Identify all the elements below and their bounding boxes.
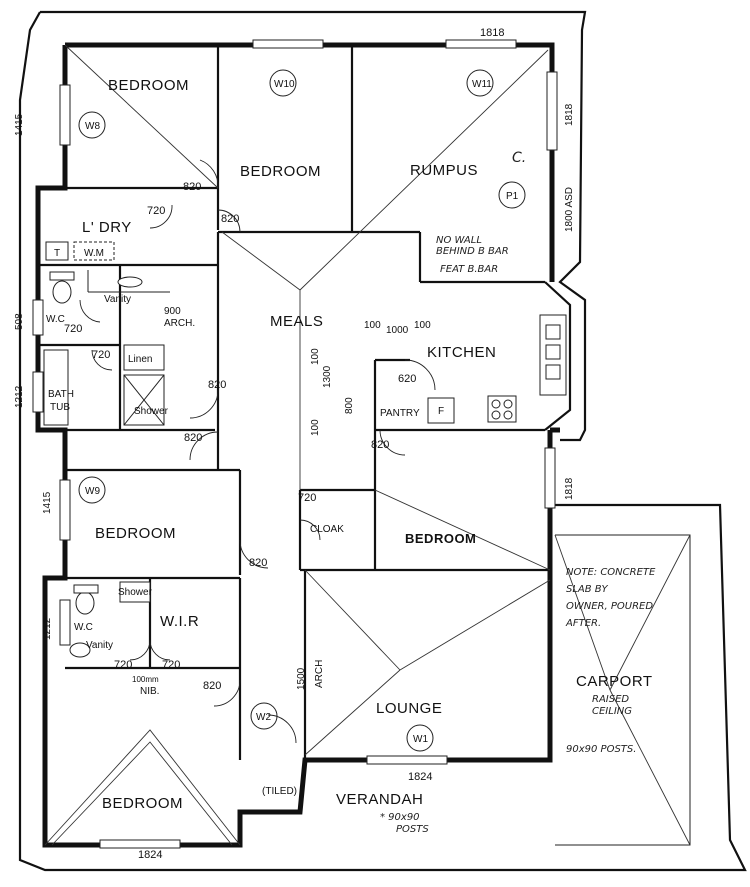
dim-left-1212-b: 1212: [42, 617, 53, 640]
dim-meals-100-a: 100: [310, 348, 321, 365]
note-raised-2: CEILING: [592, 706, 632, 717]
room-label-laundry: L' DRY: [82, 219, 132, 236]
label-nib-size: 100mm: [132, 675, 159, 684]
note-no-wall-1: NO WALL: [436, 235, 482, 246]
dim-door-820-f: 820: [249, 557, 267, 569]
note-verandah-posts-1: * 90x90: [380, 812, 420, 823]
label-shower-top: Shower: [134, 406, 169, 417]
ceiling-lines: [44, 44, 551, 846]
dim-left-1415-a: 1415: [14, 113, 25, 136]
note-rumpus-c: C.: [512, 150, 526, 166]
dim-door-720-bath: 720: [92, 349, 110, 361]
note-carport-4: AFTER.: [565, 618, 601, 629]
dim-door-820-c: 820: [208, 379, 226, 391]
room-label-verandah: VERANDAH: [336, 791, 423, 808]
carport-outline: [554, 534, 691, 846]
note-carport-3: OWNER, POURED: [566, 601, 653, 612]
label-wm: W.M: [84, 248, 104, 259]
label-nib: NIB.: [140, 686, 159, 697]
tag-w9: W9: [85, 486, 100, 497]
dim-meals-800: 800: [344, 397, 355, 414]
label-arch-1500: 1500: [296, 667, 307, 690]
dim-door-720-wir: 720: [162, 659, 180, 671]
dim-door-620: 620: [398, 373, 416, 385]
room-label-bedroom-c: BEDROOM: [405, 531, 476, 546]
dim-left-508: 508: [14, 313, 25, 330]
tag-w11: W11: [472, 79, 492, 90]
door-swings: [79, 159, 436, 744]
outer-walls: [35, 42, 560, 848]
roof-outline: [18, 10, 747, 872]
dim-door-720-wc: 720: [64, 323, 82, 335]
windows: [32, 39, 558, 849]
label-wc-bottom: W.C: [74, 622, 93, 633]
label-linen: Linen: [128, 354, 152, 365]
window-tags: [78, 69, 526, 752]
room-label-bedroom-n: BEDROOM: [240, 163, 321, 180]
room-label-bedroom-w: BEDROOM: [95, 525, 176, 542]
fixtures: [43, 241, 567, 658]
dim-left-1212-a: 1212: [14, 385, 25, 408]
note-raised-1: RAISED: [592, 694, 629, 705]
label-arch-word: ARCH.: [164, 318, 195, 329]
tag-w1: W1: [413, 734, 428, 745]
dim-left-1415-b: 1415: [42, 491, 53, 514]
dim-kitchen-1000: 1000: [386, 325, 409, 336]
tag-w10: W10: [274, 79, 295, 90]
tag-w8: W8: [85, 121, 100, 132]
label-tub: TUB: [50, 402, 70, 413]
note-feat-bbar: FEAT B.BAR: [440, 264, 498, 275]
label-arch-900: 900: [164, 306, 181, 317]
room-label-rumpus: RUMPUS: [410, 162, 478, 179]
label-bath: BATH: [48, 389, 74, 400]
room-label-lounge: LOUNGE: [376, 700, 442, 717]
dim-top-1818: 1818: [480, 27, 504, 39]
dim-kitchen-100-b: 100: [414, 320, 431, 331]
dim-right-1818-b: 1818: [564, 477, 575, 500]
dim-meals-1300: 1300: [322, 365, 333, 388]
room-label-bedroom-sw: BEDROOM: [102, 795, 183, 812]
dim-door-820-g: 820: [203, 680, 221, 692]
label-vanity-top: Vanity: [104, 294, 131, 305]
dim-door-720-cloak: 720: [298, 492, 316, 504]
dim-door-820-d: 820: [184, 432, 202, 444]
dim-meals-100-b: 100: [310, 419, 321, 436]
dim-door-820-b: 820: [221, 213, 239, 225]
room-label-carport: CARPORT: [576, 673, 653, 690]
label-t: T: [54, 248, 60, 259]
room-label-meals: MEALS: [270, 313, 323, 330]
dim-door-720-ens: 720: [114, 659, 132, 671]
label-fridge: F: [438, 406, 444, 417]
note-verandah-posts-2: POSTS: [396, 824, 429, 835]
room-label-kitchen: KITCHEN: [427, 344, 496, 361]
dim-kitchen-100-a: 100: [364, 320, 381, 331]
label-wc-top: W.C: [46, 314, 65, 325]
label-pantry: PANTRY: [380, 408, 420, 419]
note-carport-2: SLAB BY: [566, 584, 608, 595]
dim-right-1818-a: 1818: [564, 103, 575, 126]
dim-right-1800-asd: 1800 ASD: [564, 187, 575, 232]
note-carport-1: NOTE: CONCRETE: [566, 567, 656, 578]
note-no-wall-2: BEHIND B BAR: [436, 246, 509, 257]
room-label-wir: W.I.R: [160, 613, 199, 630]
room-label-verandah-tiled: (TILED): [262, 786, 297, 797]
label-vanity-bottom: Vanity: [86, 640, 113, 651]
label-arch-lounge: ARCH: [314, 660, 325, 688]
label-cloak: CLOAK: [310, 524, 344, 535]
interior-walls: [38, 45, 572, 760]
dim-door-820-e: 820: [371, 439, 389, 451]
note-posts-carport: 90x90 POSTS.: [566, 744, 636, 755]
dim-door-820-a: 820: [183, 181, 201, 193]
room-label-bedroom-nw: BEDROOM: [108, 77, 189, 94]
tag-p1: P1: [506, 191, 519, 202]
tag-w2: W2: [256, 712, 271, 723]
dim-door-720-a: 720: [147, 205, 165, 217]
dim-bottom-1824-b: 1824: [138, 849, 162, 861]
dim-bottom-1824-a: 1824: [408, 771, 432, 783]
label-shower-bottom: Shower: [118, 587, 153, 598]
